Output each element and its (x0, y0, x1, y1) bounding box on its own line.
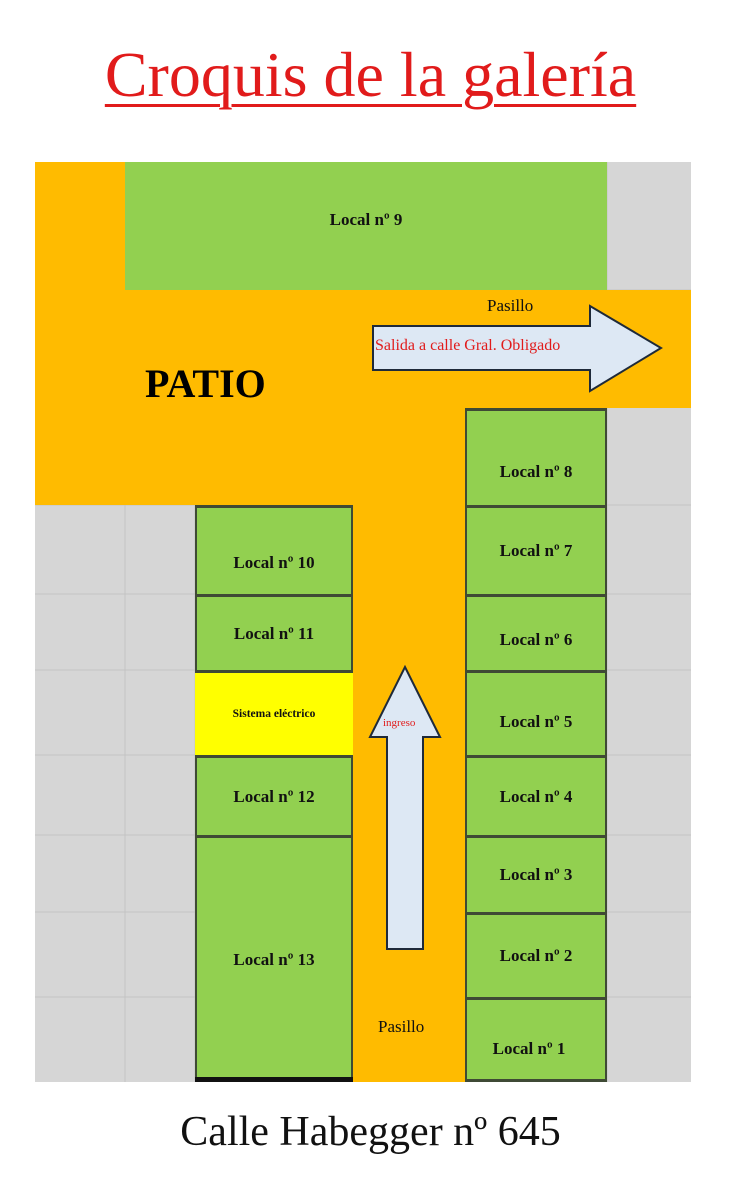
street-label: Calle Habegger nº 645 (180, 1109, 561, 1155)
local-8: Local nº 8 (465, 408, 607, 505)
entrance-arrow (368, 664, 442, 950)
right-column (465, 408, 607, 1082)
local-5: Local nº 5 (465, 670, 607, 755)
top-left-corner (35, 162, 125, 290)
page-title: Croquis de la galería (104, 39, 637, 110)
floor-plan: Local nº 9 Local nº 10 Local nº 11 Siste… (35, 162, 691, 1082)
bottom-wall (195, 1077, 353, 1082)
local-10: Local nº 10 (195, 505, 353, 594)
entrance-arrow-label: ingreso (383, 717, 416, 729)
local-9-label: Local nº 9 (329, 210, 403, 229)
local-12: Local nº 12 (195, 755, 353, 835)
local-2: Local nº 2 (465, 912, 607, 997)
patio-label: PATIO (145, 361, 266, 406)
electrical-system: Sistema eléctrico (195, 670, 353, 755)
local-9 (125, 162, 607, 290)
local-3: Local nº 3 (465, 835, 607, 912)
local-4: Local nº 4 (465, 755, 607, 835)
corridor-top-label: Pasillo (487, 296, 534, 315)
left-column (195, 505, 353, 1082)
local-1: Local nº 1 (465, 997, 607, 1082)
exit-arrow (372, 304, 663, 393)
local-7: Local nº 7 (465, 505, 607, 594)
exit-arrow-label: Salida a calle Gral. Obligado (375, 337, 561, 354)
local-13: Local nº 13 (195, 835, 353, 1082)
local-11: Local nº 11 (195, 594, 353, 670)
local-6: Local nº 6 (465, 594, 607, 670)
corridor-bottom-label: Pasillo (378, 1017, 425, 1036)
arrows-layer (368, 304, 663, 950)
